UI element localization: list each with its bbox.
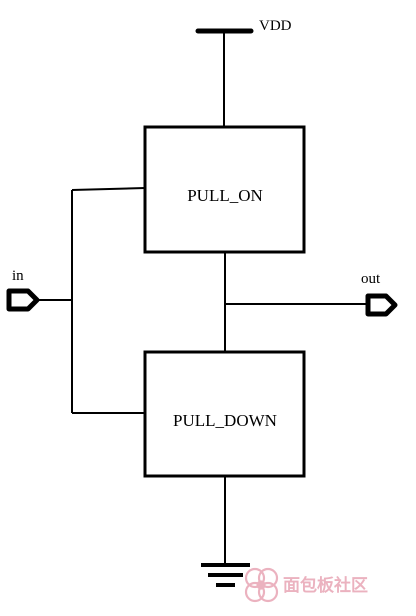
watermark-text: 面包板社区 [283,575,368,596]
output-port-icon [365,293,398,317]
input-label: in [12,268,24,284]
vdd-label: VDD [259,18,292,34]
vdd-rail [195,28,254,127]
ground-symbol [201,476,250,587]
pull-on-block [143,125,306,254]
pull-down-label: PULL_DOWN [173,411,277,430]
output-node-wires [224,252,366,352]
watermark-logo-icon [244,567,279,603]
watermark: 面包板社区 [244,567,368,603]
input-port-icon [6,288,40,312]
input-wires [36,187,146,414]
pull-on-label: PULL_ON [187,186,263,205]
output-label: out [361,271,381,287]
